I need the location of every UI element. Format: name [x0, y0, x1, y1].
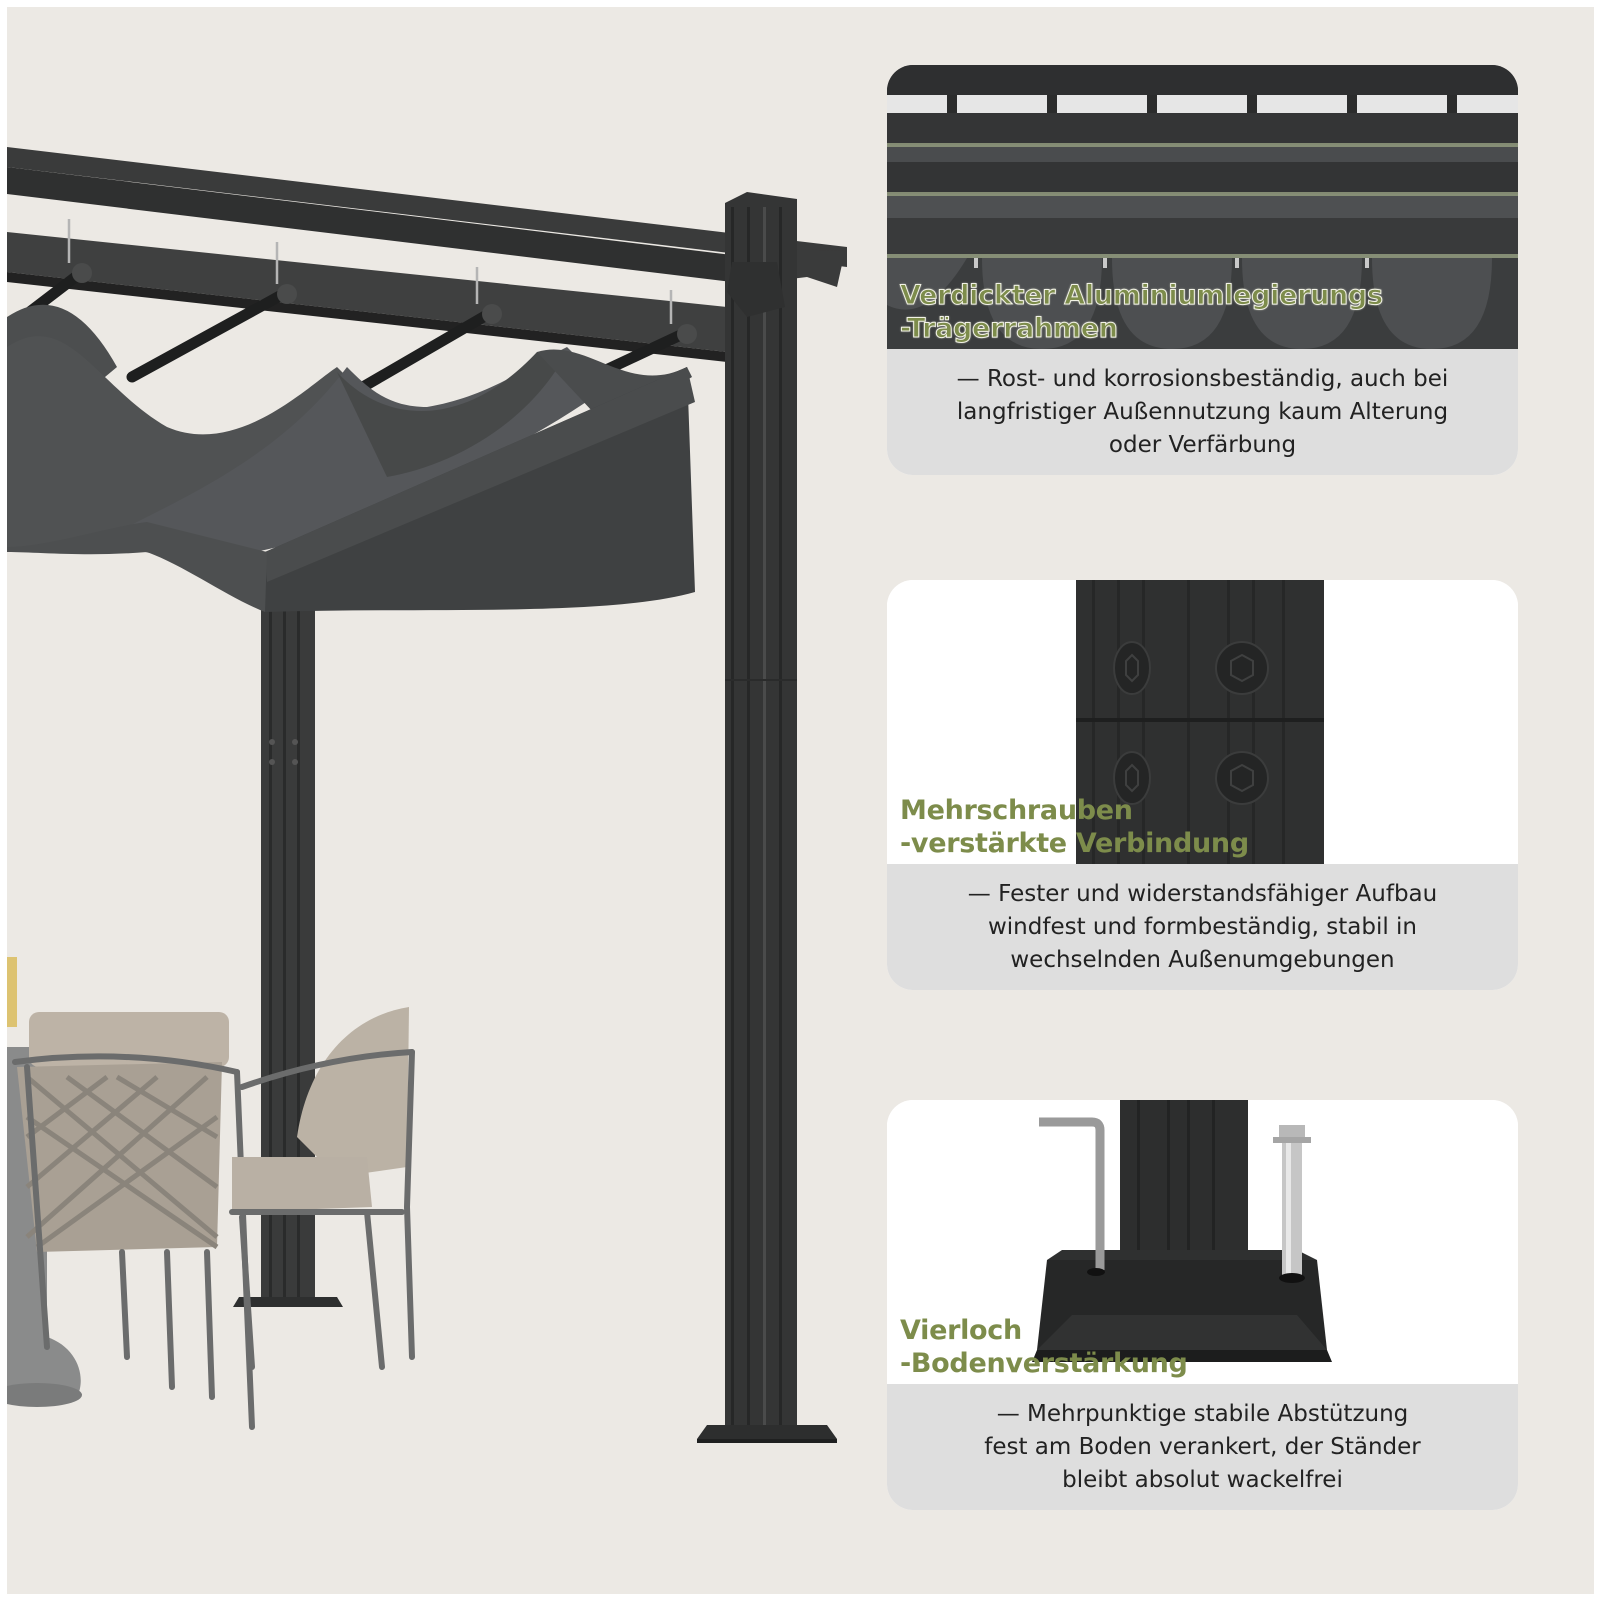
infographic-canvas: Verdickter Aluminiumlegierungs -Trägerra… [7, 7, 1594, 1594]
description-line: langfristiger Außennutzung kaum Alterung [956, 398, 1449, 425]
feature-description: — Mehrpunktige stabile Abstützung fest a… [887, 1384, 1518, 1510]
feature-card-bolted-joint: Mehrschrauben -verstärkte Verbindung — F… [887, 580, 1518, 990]
patio-dining-set [7, 957, 415, 1430]
feature-card-base-plate: Vierloch -Bodenverstärkung — Mehrpunktig… [887, 1100, 1518, 1510]
feature-description: — Rost- und korrosionsbeständig, auch be… [887, 349, 1518, 475]
description-line: — Mehrpunktige stabile Abstützung [996, 1400, 1409, 1427]
retractable-canopy [7, 304, 695, 612]
feature-title: Verdickter Aluminiumlegierungs -Trägerra… [900, 279, 1384, 345]
rod-hangers [67, 219, 673, 324]
description-line: oder Verfärbung [1108, 431, 1297, 458]
feature-title-line-1: Verdickter Aluminiumlegierungs [900, 280, 1384, 312]
description-line: windfest und formbeständig, stabil in [987, 913, 1417, 940]
description-line: — Rost- und korrosionsbeständig, auch be… [956, 365, 1449, 392]
feature-photo-bolted-joint: Mehrschrauben -verstärkte Verbindung [887, 580, 1518, 864]
feature-title: Mehrschrauben -verstärkte Verbindung [900, 794, 1249, 860]
feature-title-line-2: -Trägerrahmen [900, 313, 1119, 345]
roof-beams [7, 147, 847, 362]
description-line: fest am Boden verankert, der Ständer [984, 1433, 1421, 1460]
feature-photo-beam-frame: Verdickter Aluminiumlegierungs -Trägerra… [887, 65, 1518, 349]
feature-title: Vierloch -Bodenverstärkung [900, 1314, 1188, 1380]
beam-frame-image [887, 65, 1518, 349]
feature-title-line-2: -verstärkte Verbindung [900, 828, 1249, 859]
description-line: bleibt absolut wackelfrei [1062, 1466, 1343, 1493]
feature-photo-base-plate: Vierloch -Bodenverstärkung [887, 1100, 1518, 1384]
pergola-illustration [7, 147, 847, 1443]
feature-card-frame: Verdickter Aluminiumlegierungs -Trägerra… [887, 65, 1518, 475]
front-post [697, 192, 837, 1443]
feature-description: — Fester und widerstandsfähiger Aufbau w… [887, 864, 1518, 990]
description-line: wechselnden Außenumgebungen [1010, 946, 1395, 973]
description-line: — Fester und widerstandsfähiger Aufbau [967, 880, 1438, 907]
pergola-product-scene [7, 7, 887, 1594]
bolted-joint-image [887, 580, 1518, 864]
rod-end-caps [72, 263, 697, 344]
feature-title-line-1: Mehrschrauben [900, 795, 1133, 826]
base-plate-image [887, 1100, 1518, 1384]
feature-title-line-2: -Bodenverstärkung [900, 1348, 1188, 1379]
feature-title-line-1: Vierloch [900, 1315, 1022, 1346]
